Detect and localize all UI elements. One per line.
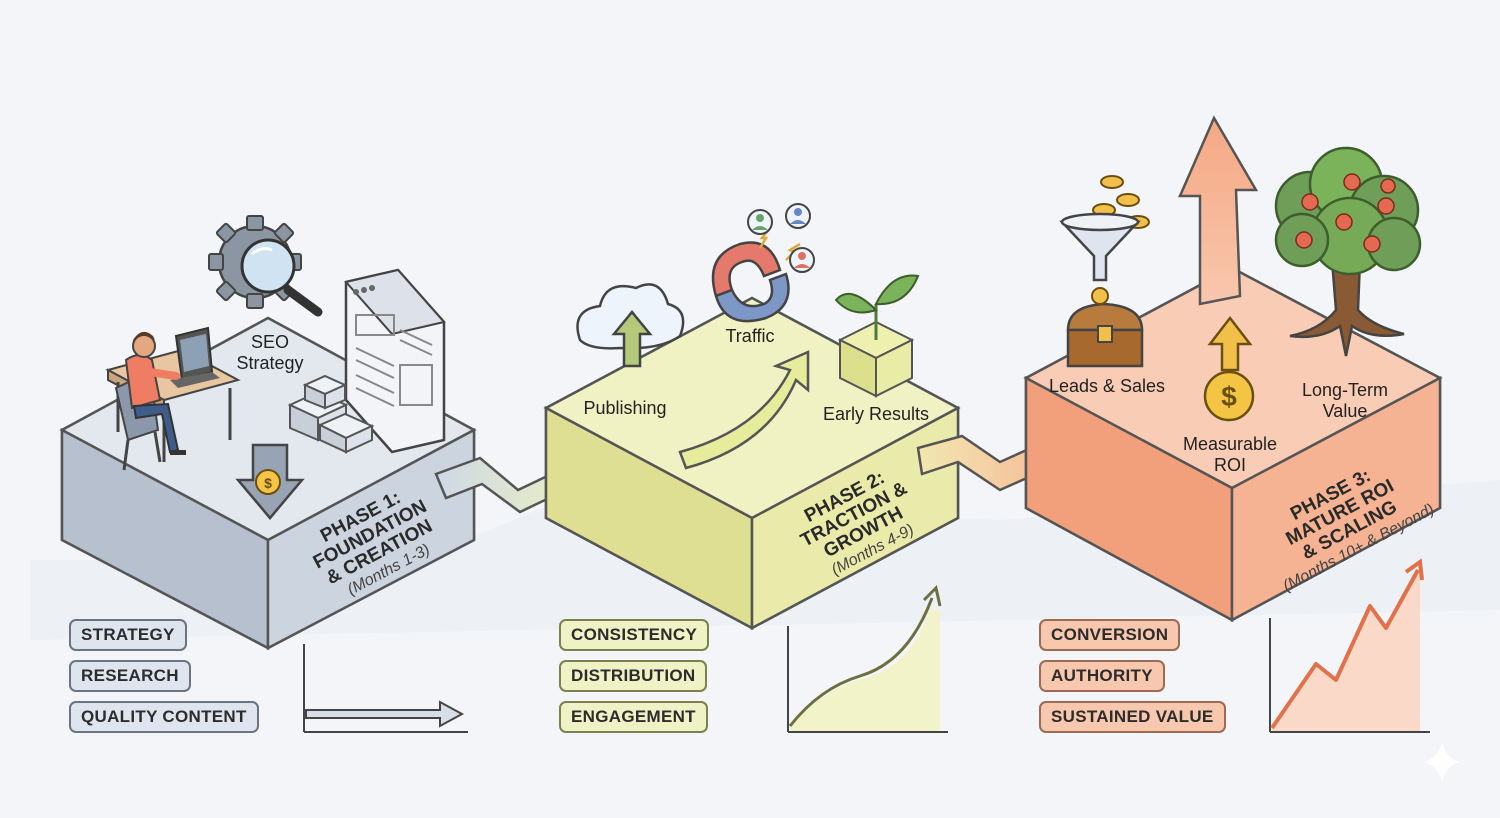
user-avatar-icon-3 (789, 247, 815, 273)
sprout-box-icon (834, 274, 920, 398)
roi-coin-icon (1203, 315, 1255, 422)
person-at-desk-icon (105, 326, 241, 471)
tag-distribution: DISTRIBUTION (559, 660, 708, 692)
phase1-flat-chart (303, 644, 468, 733)
phase2-growth-chart (787, 585, 948, 733)
phase3-zigzag-chart (1269, 558, 1430, 733)
big-up-arrow-icon (1178, 115, 1259, 306)
treasure-chest-icon (1066, 287, 1144, 368)
user-avatar-icon-2 (785, 203, 811, 229)
leads-sales-label: Leads & Sales (1048, 376, 1166, 396)
tree-icon (1274, 146, 1422, 357)
magnet-icon (711, 227, 801, 323)
publishing-label: Publishing (583, 398, 667, 418)
browser-window-icon (344, 268, 446, 454)
tag-conversion: CONVERSION (1039, 619, 1181, 651)
tag-authority: AUTHORITY (1039, 660, 1165, 692)
dollar-label-1: $ (264, 475, 272, 491)
measurable-roi-label: Measurable ROI (1182, 434, 1278, 475)
user-avatar-icon-1 (747, 209, 773, 235)
seo-strategy-label: SEO Strategy (236, 332, 304, 373)
tag-engagement: ENGAGEMENT (559, 701, 708, 733)
tag-sustained-value: SUSTAINED VALUE (1039, 701, 1226, 733)
tag-consistency: CONSISTENCY (559, 619, 710, 651)
growth-arrow-icon (678, 350, 810, 470)
tag-quality-content: QUALITY CONTENT (69, 701, 259, 733)
tag-research: RESEARCH (69, 660, 191, 692)
down-arrow-dollar-icon (235, 443, 305, 520)
long-term-value-label: Long-Term Value (1301, 380, 1389, 421)
sparkle-icon (1424, 742, 1460, 782)
dollar-label-3: $ (1221, 381, 1237, 412)
tag-strategy: STRATEGY (69, 619, 187, 651)
blocks-icon (287, 374, 375, 454)
early-results-label: Early Results (822, 404, 930, 424)
funnel-coins-icon (1059, 175, 1150, 282)
magnifier-icon (240, 238, 323, 317)
traffic-label: Traffic (725, 326, 775, 346)
cloud-upload-icon (576, 283, 685, 368)
